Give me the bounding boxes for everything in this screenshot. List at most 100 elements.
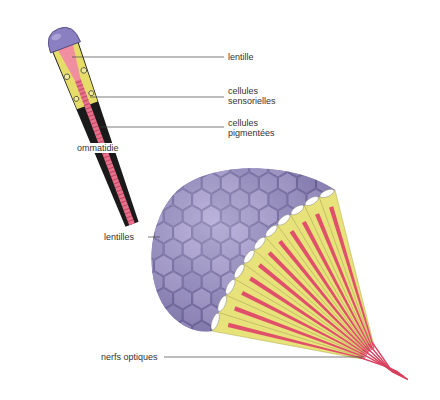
crystalline-cone xyxy=(58,45,86,86)
lens-highlight xyxy=(51,32,62,41)
hex-lens xyxy=(336,140,354,161)
hex-lens xyxy=(136,189,154,210)
hex-lens xyxy=(374,239,392,260)
stripe xyxy=(124,208,130,210)
stripe xyxy=(95,133,101,135)
hex-lens xyxy=(374,140,392,161)
lens-section xyxy=(304,195,320,208)
stripe xyxy=(88,115,94,117)
dome-ground xyxy=(151,168,335,331)
stripe xyxy=(94,130,100,132)
stripe xyxy=(114,182,120,184)
rhabdom-stripes xyxy=(76,81,134,222)
stripe xyxy=(125,212,131,214)
hex-lens xyxy=(364,321,382,342)
hex-lens xyxy=(336,305,354,326)
stripe xyxy=(108,167,114,169)
hex-lens xyxy=(336,239,354,260)
hex-lens xyxy=(317,140,335,161)
hex-lens xyxy=(278,272,296,293)
hex-lens xyxy=(183,140,201,161)
lens-section xyxy=(252,235,267,251)
hex-lens xyxy=(136,321,154,342)
stripe xyxy=(118,193,124,195)
pigment-cells xyxy=(53,43,99,110)
stripe xyxy=(126,216,132,218)
rhabdom-strip xyxy=(329,206,375,348)
hex-lens xyxy=(221,140,239,161)
hex-lens xyxy=(297,272,315,293)
rhabdom-strip xyxy=(302,221,372,350)
hex-lens xyxy=(307,255,325,276)
hex-lens xyxy=(278,338,296,359)
hex-lens xyxy=(383,354,401,375)
hex-lens xyxy=(364,255,382,276)
stripe xyxy=(84,103,90,105)
hex-lens xyxy=(136,255,154,276)
stripe xyxy=(104,156,110,158)
hex-lens xyxy=(317,239,335,260)
hex-lens xyxy=(383,288,401,309)
part-label: nerfs optiques xyxy=(100,352,159,362)
hex-lens xyxy=(126,206,144,227)
stripe xyxy=(77,85,83,87)
lens-section xyxy=(224,278,237,295)
stripe xyxy=(83,100,89,102)
hex-lens xyxy=(307,288,325,309)
hex-lens xyxy=(155,321,173,342)
hex-lens xyxy=(297,140,315,161)
lens-section xyxy=(216,295,229,313)
hex-lens xyxy=(326,288,344,309)
hex-lens xyxy=(326,255,344,276)
stripe xyxy=(87,111,93,113)
hex-lens xyxy=(336,338,354,359)
stripe xyxy=(81,96,87,98)
hex-lenses xyxy=(126,140,401,375)
hex-lens xyxy=(383,189,401,210)
leader-line xyxy=(148,237,160,238)
hex-lens xyxy=(383,255,401,276)
hex-lens xyxy=(231,321,249,342)
hex-lens xyxy=(345,255,363,276)
hex-lens xyxy=(297,305,315,326)
stripe xyxy=(128,219,134,221)
stripe xyxy=(105,160,111,162)
hex-lens xyxy=(202,140,220,161)
rhabdom-strip xyxy=(249,277,367,356)
hex-lens xyxy=(126,173,144,194)
hex-lens xyxy=(145,305,163,326)
hex-lens xyxy=(364,156,382,177)
hex-lens xyxy=(278,305,296,326)
optic-nerves xyxy=(358,342,408,380)
hex-lens xyxy=(383,222,401,243)
stripe xyxy=(117,190,123,192)
rhabdom-strip xyxy=(315,213,373,349)
leader-line xyxy=(72,57,224,58)
hex-lens xyxy=(221,338,239,359)
lens-section xyxy=(319,187,336,199)
stripe xyxy=(110,171,116,173)
nerve-fiber xyxy=(372,342,408,380)
hex-lens xyxy=(355,338,373,359)
hex-lens xyxy=(288,321,306,342)
hex-lens xyxy=(288,222,306,243)
sensory-cells xyxy=(75,79,135,225)
hex-lens xyxy=(345,189,363,210)
stripe xyxy=(97,137,103,139)
hex-lens xyxy=(202,338,220,359)
hex-lens xyxy=(126,305,144,326)
part-label: cellules pigmentées xyxy=(227,118,281,138)
hex-lens xyxy=(288,255,306,276)
lens-dome xyxy=(44,23,81,53)
hex-lens xyxy=(259,338,277,359)
cell-nucleus xyxy=(63,73,70,80)
stripe xyxy=(90,118,96,120)
hex-lens xyxy=(164,338,182,359)
hex-lens xyxy=(269,321,287,342)
dome-shade xyxy=(151,168,335,331)
hex-lens xyxy=(259,140,277,161)
lens-section xyxy=(289,203,305,217)
stripe xyxy=(76,81,82,83)
hex-lens xyxy=(145,173,163,194)
